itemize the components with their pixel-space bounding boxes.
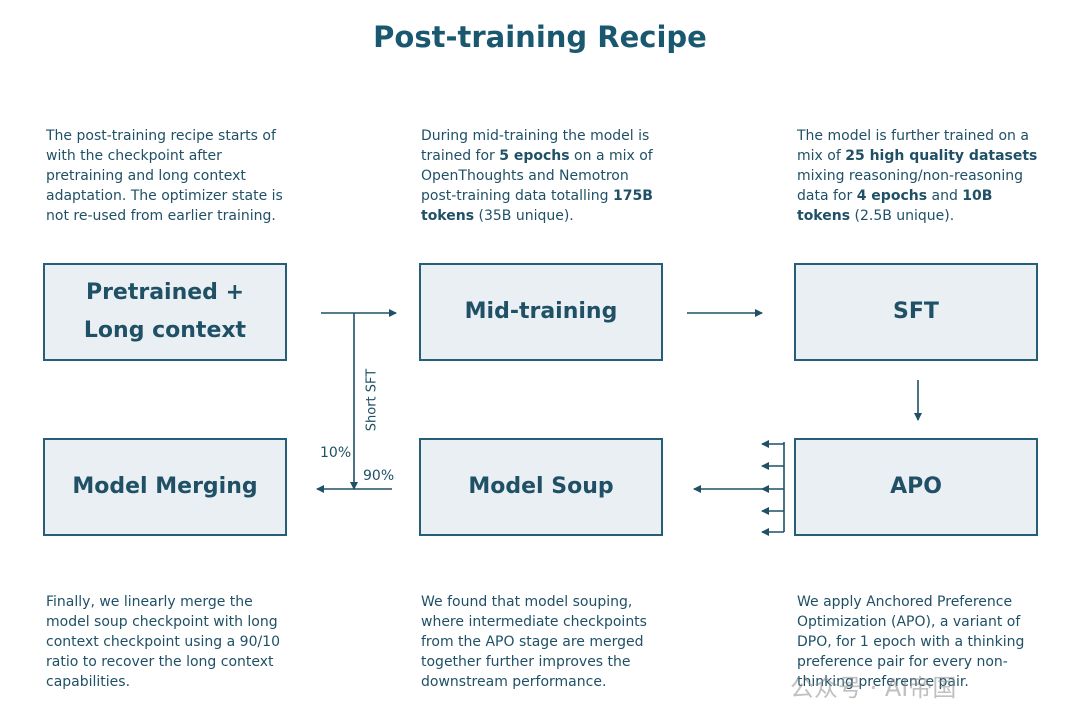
model-merging-box: Model Merging: [43, 438, 287, 536]
pretrained-description: The post-training recipe starts of with …: [46, 128, 283, 224]
ten-percent-label: 10%: [320, 445, 352, 461]
page-title: Post-training Recipe: [373, 20, 707, 54]
watermark: 公众号 · AI帝国: [790, 674, 957, 702]
ninety-percent-label: 90%: [363, 468, 395, 484]
short-sft-label: Short SFT: [364, 368, 380, 432]
soup-description: We found that model souping, where inter…: [421, 594, 647, 690]
sft-description: The model is further trained on a mix of…: [797, 128, 1038, 224]
apo-box: APO: [794, 438, 1038, 536]
midtraining-description: During mid-training the model is trained…: [421, 128, 653, 224]
midtraining-box: Mid-training: [419, 263, 663, 361]
pretrained-box: Pretrained + Long context: [43, 263, 287, 361]
merging-description: Finally, we linearly merge the model sou…: [46, 594, 281, 690]
apo-description: We apply Anchored Preference Optimizatio…: [797, 594, 1025, 690]
model-soup-box: Model Soup: [419, 438, 663, 536]
sft-box: SFT: [794, 263, 1038, 361]
